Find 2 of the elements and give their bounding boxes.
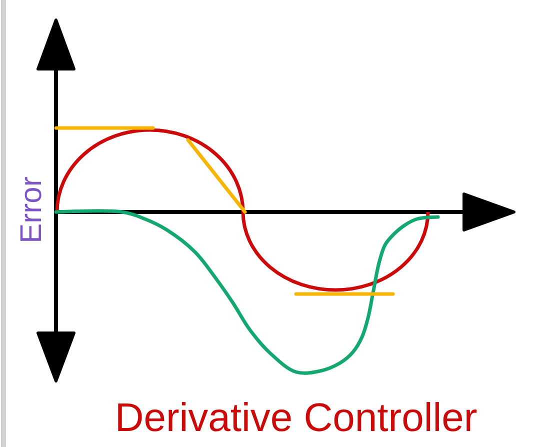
axis-label: Error <box>17 176 47 244</box>
diagram-title: Derivative Controller <box>114 398 478 438</box>
